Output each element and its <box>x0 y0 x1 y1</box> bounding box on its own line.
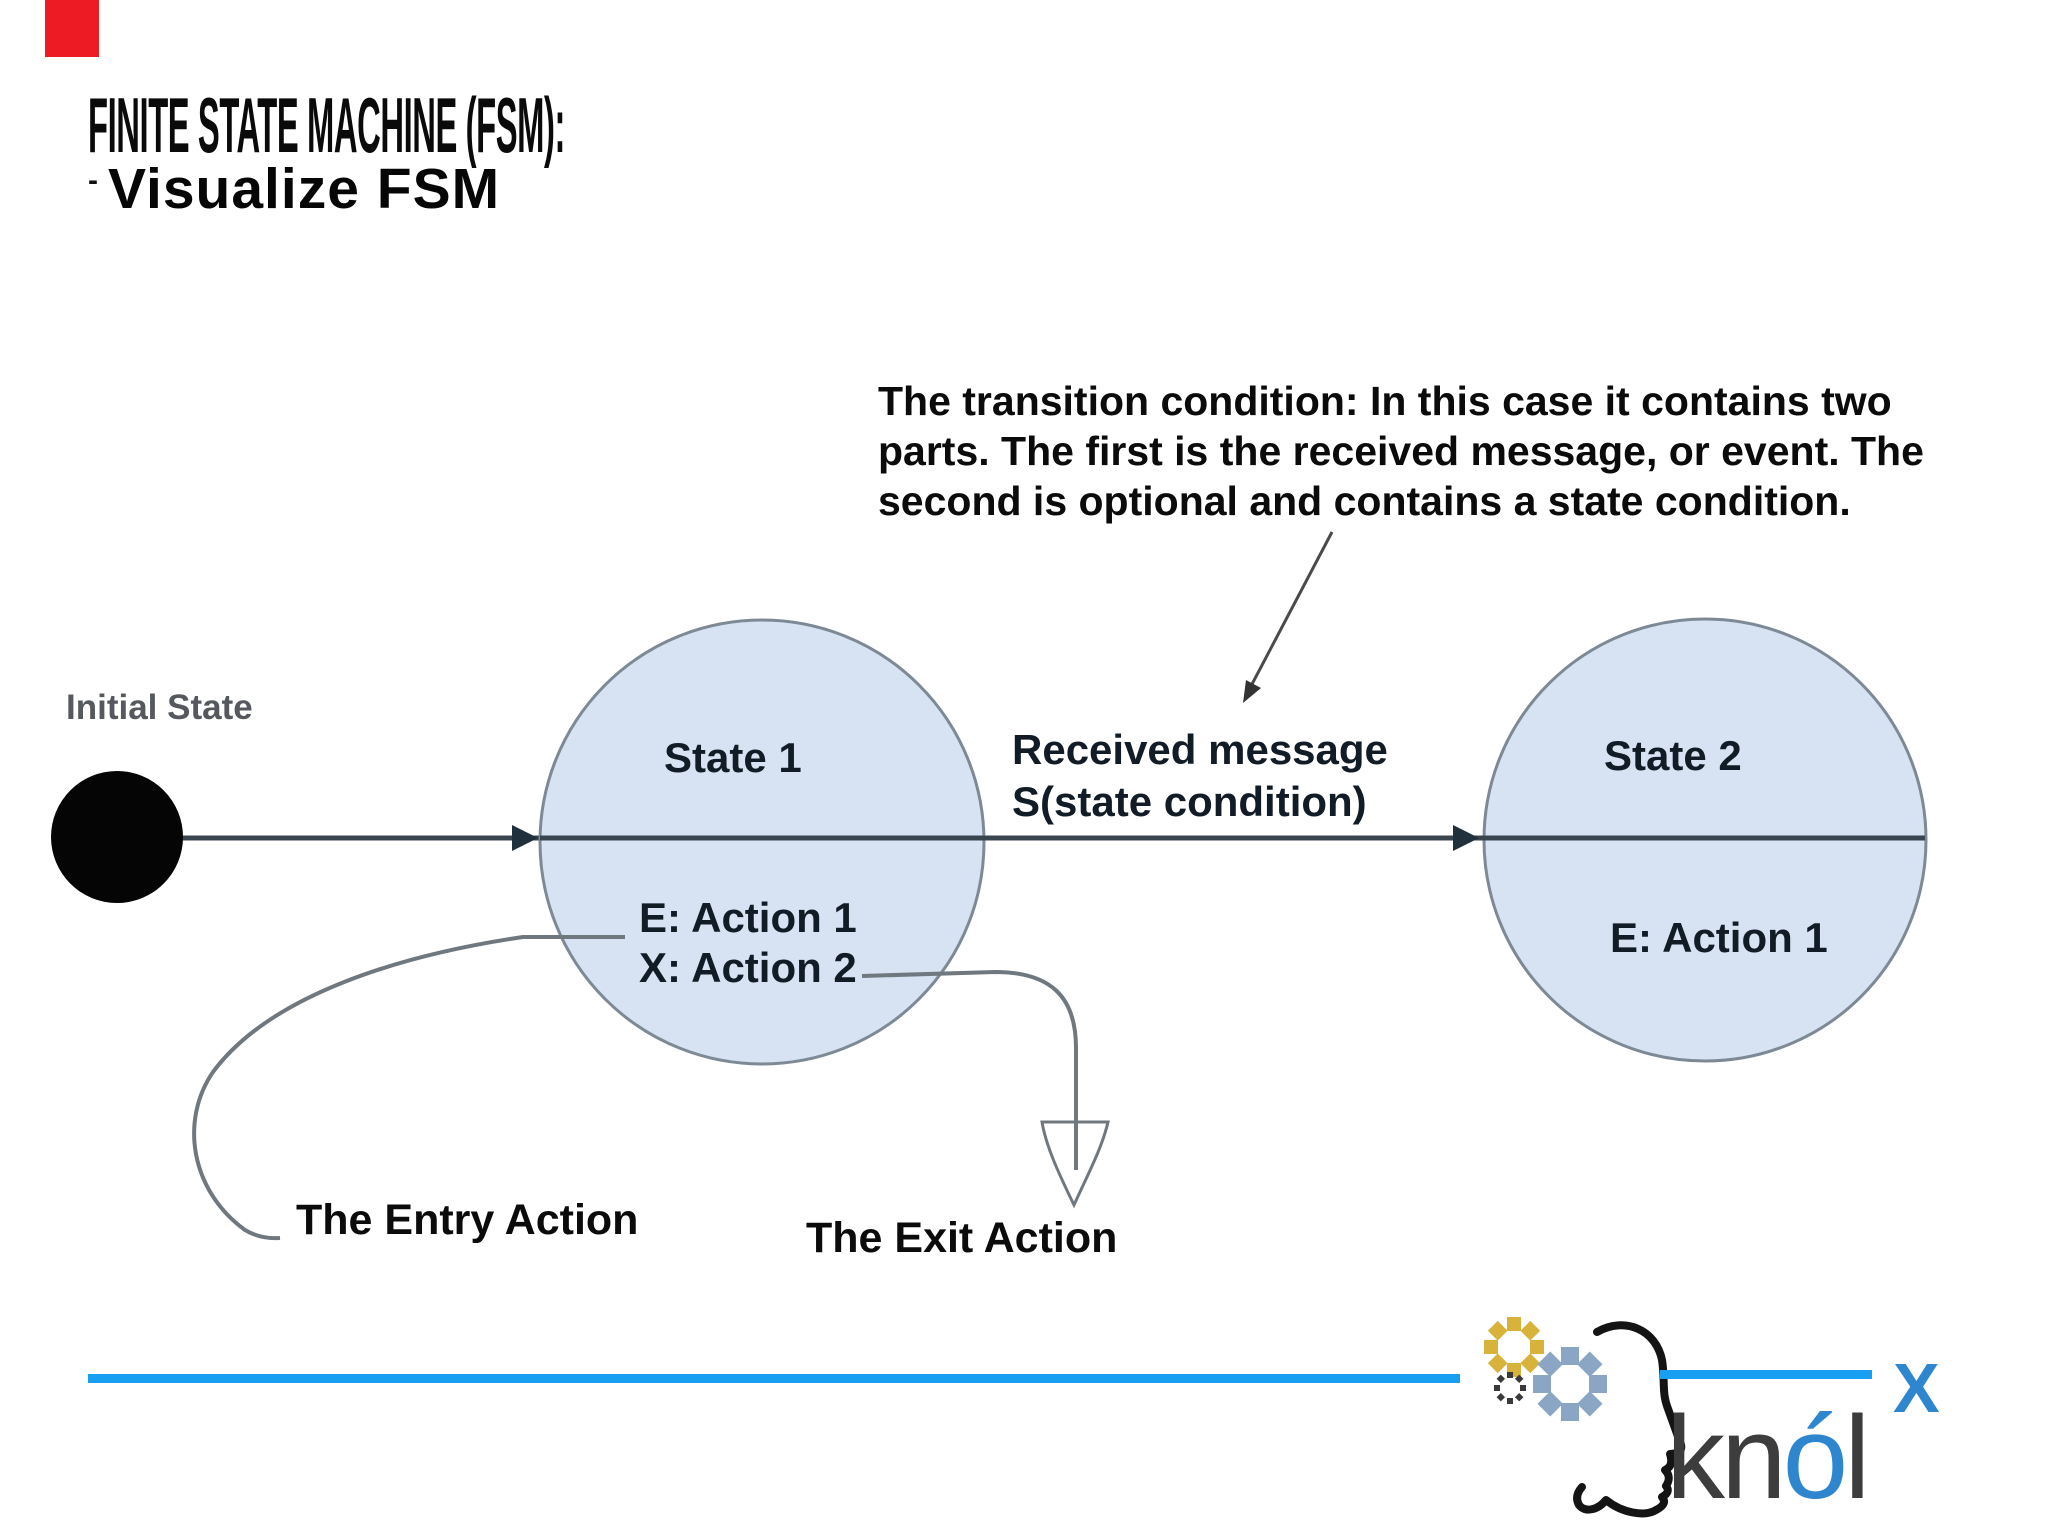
gear-icon-yellow <box>1484 1317 1544 1377</box>
knolx-logo-text: knól <box>1666 1390 1871 1526</box>
state2-entry-action: E: Action 1 <box>1610 914 1828 961</box>
head-profile-icon <box>1573 1321 1686 1518</box>
state1-name: State 1 <box>664 734 802 781</box>
subtitle-dash: - <box>88 164 98 197</box>
initial-state-dot <box>51 771 183 903</box>
arrowhead-into-state1 <box>512 825 538 851</box>
arrowhead-into-state2 <box>1453 825 1479 851</box>
exit-action-label: The Exit Action <box>806 1214 1118 1262</box>
slide-subtitle-row: -Visualize FSM <box>88 156 500 222</box>
entry-action-curve <box>192 935 625 1241</box>
transition-label-line1: Received message <box>1012 726 1388 773</box>
transition-label-line2: S(state condition) <box>1012 778 1367 825</box>
gear-icon-blue <box>1533 1347 1607 1421</box>
logo-o: ó <box>1782 1392 1849 1524</box>
exit-action-connector <box>861 969 1078 1118</box>
slide-subtitle: Visualize FSM <box>108 157 501 221</box>
state1-exit-action: X: Action 2 <box>639 944 857 991</box>
entry-action-label: The Entry Action <box>296 1196 639 1244</box>
initial-state-label: Initial State <box>66 688 253 727</box>
footer-divider-right <box>1660 1370 1872 1379</box>
knolx-logo-superscript: X <box>1893 1349 1940 1427</box>
transition-annotation: The transition condition: In this case i… <box>878 378 1924 524</box>
annotation-arrowhead <box>1243 680 1261 703</box>
annotation-arrow-line <box>1248 531 1334 689</box>
logo-kn: kn <box>1666 1392 1787 1524</box>
logo-l: l <box>1844 1392 1870 1524</box>
state1-entry-action: E: Action 1 <box>639 894 857 941</box>
gear-icon-dark <box>1494 1372 1526 1404</box>
state2-name: State 2 <box>1604 732 1742 779</box>
footer-divider-left <box>88 1374 1460 1383</box>
slide-title: FINITE STATE MACHINE (FSM): <box>88 81 565 169</box>
state1-circle <box>538 618 986 1066</box>
red-marker-bar <box>45 0 99 57</box>
